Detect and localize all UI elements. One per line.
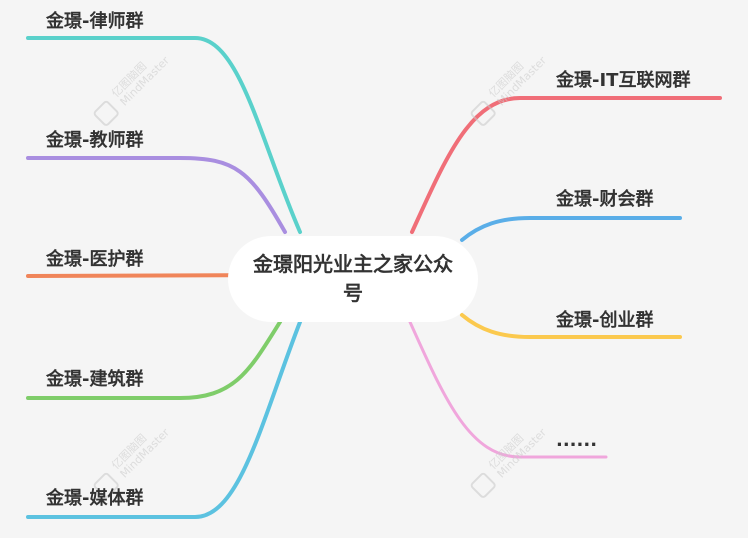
branch-node-medical[interactable]: 金璟-医护群: [46, 249, 144, 270]
branch-node-it-internet[interactable]: 金璟-IT互联网群: [556, 70, 691, 91]
connector-right-0: [410, 96, 722, 234]
branch-node-startup[interactable]: 金璟-创业群: [556, 310, 654, 331]
connector-right-1: [460, 216, 682, 242]
mindmaster-logo-icon: [469, 471, 498, 500]
connector-left-1: [26, 156, 287, 234]
branch-node-media[interactable]: 金璟-媒体群: [46, 488, 144, 509]
branch-node-lawyers[interactable]: 金璟-律师群: [46, 11, 144, 32]
mindmaster-logo-icon: [92, 99, 121, 128]
connector-left-0: [26, 36, 302, 234]
connector-left-3: [26, 320, 282, 400]
connector-right-2: [460, 313, 682, 339]
central-topic-label: 金璟阳光业主之家公众号: [253, 252, 453, 305]
mindmaster-logo-icon: [469, 99, 498, 128]
branch-node-teachers[interactable]: 金璟-教师群: [46, 130, 144, 151]
branch-node-finance[interactable]: 金璟-财会群: [556, 189, 654, 210]
connector-right-3: [408, 320, 608, 459]
central-topic[interactable]: 金璟阳光业主之家公众号: [228, 236, 478, 322]
branch-node-more[interactable]: ......: [556, 430, 598, 451]
connector-left-4: [26, 320, 302, 519]
branch-node-construction[interactable]: 金璟-建筑群: [46, 369, 144, 390]
